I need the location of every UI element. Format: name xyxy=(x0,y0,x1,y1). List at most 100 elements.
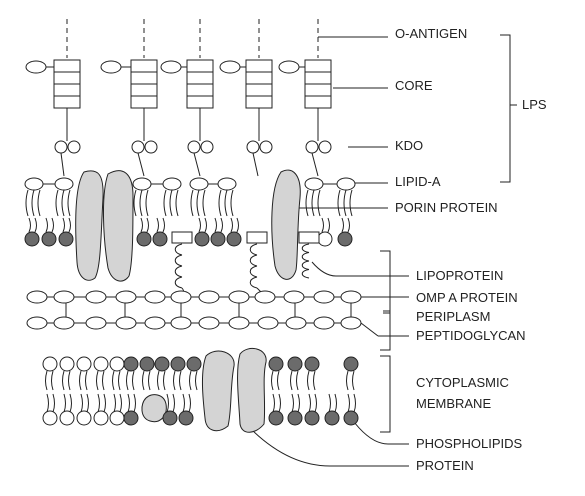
phospholipid-tail xyxy=(334,393,337,413)
porin-protein xyxy=(103,170,134,282)
phospholipid-tail xyxy=(341,217,344,233)
phospholipid-tail xyxy=(352,370,355,391)
peripheral-protein xyxy=(141,394,167,423)
label-periplasm: PERIPLASM xyxy=(416,309,490,324)
fatty-acid-tail xyxy=(190,189,194,217)
fatty-acid-tail xyxy=(139,189,143,217)
phospholipid-tail xyxy=(347,217,350,233)
phospholipid-head xyxy=(93,410,109,426)
bracket-periplasm xyxy=(380,250,391,351)
phospholipid-head xyxy=(304,356,320,372)
phospholipid-tail xyxy=(63,393,66,413)
phospholipid-tail xyxy=(85,370,88,391)
omp-a-unit xyxy=(313,290,335,304)
phospholipid-tail xyxy=(52,393,55,413)
molecules xyxy=(24,59,362,426)
leader-peptidoglycan xyxy=(360,322,379,337)
lipid-a-head xyxy=(189,177,209,191)
phospholipid-head xyxy=(268,356,284,372)
kdo-lipid-a-link xyxy=(137,152,145,177)
omp-a-unit xyxy=(53,290,75,304)
peptidoglycan-unit xyxy=(228,316,250,330)
phospholipid-head xyxy=(194,231,210,247)
phospholipid-head xyxy=(109,356,125,372)
phospholipid-tail xyxy=(34,217,37,233)
phospholipid-tail xyxy=(62,370,65,391)
phospholipid-tail xyxy=(347,393,350,413)
fatty-acid-tail xyxy=(133,189,137,217)
phospholipid-tail xyxy=(166,393,169,413)
phospholipid-head xyxy=(59,410,75,426)
lipid-a-head xyxy=(54,177,74,191)
fatty-acid-tail xyxy=(31,189,35,217)
phospholipid-tail xyxy=(102,370,105,391)
connector-lines xyxy=(25,19,517,467)
bracket-cytoplasmic-membrane xyxy=(380,355,391,433)
label-omp-a-protein: OMP A PROTEIN xyxy=(416,290,518,305)
fatty-acid-tail xyxy=(343,189,347,217)
phospholipid-head xyxy=(58,231,74,247)
phospholipid-tail xyxy=(308,393,311,413)
phospholipid-tail xyxy=(314,393,317,413)
label-o-antigen: O-ANTIGEN xyxy=(395,26,467,41)
phospholipid-tail xyxy=(321,217,324,233)
phospholipid-tail xyxy=(230,217,233,233)
phospholipid-tail xyxy=(112,370,115,391)
phospholipid-head xyxy=(343,356,359,372)
phospholipid-tail xyxy=(277,370,280,391)
label-lps: LPS xyxy=(522,97,547,112)
phospholipid-head xyxy=(139,356,155,372)
phospholipid-head xyxy=(343,410,359,426)
phospholipid-tail xyxy=(290,370,293,391)
phospholipid-tail xyxy=(291,393,294,413)
label-kdo: KDO xyxy=(395,138,423,153)
sugar-oval xyxy=(100,60,122,74)
phospholipid-tail xyxy=(132,370,135,391)
phospholipid-tail xyxy=(189,370,192,391)
phospholipid-tail xyxy=(142,370,145,391)
peptidoglycan-unit xyxy=(257,316,279,330)
lipid-a-head xyxy=(132,177,152,191)
lipid-a-head xyxy=(217,177,237,191)
peptidoglycan-unit xyxy=(115,316,137,330)
phospholipid-tail xyxy=(346,370,349,391)
fatty-acid-tail xyxy=(169,189,173,217)
peptidoglycan-unit xyxy=(144,316,166,330)
peptidoglycan-unit xyxy=(340,316,362,330)
label-membrane: MEMBRANE xyxy=(416,396,491,411)
fatty-acid-tail xyxy=(61,189,65,217)
phospholipid-tail xyxy=(97,393,100,413)
fatty-acid-tail xyxy=(196,189,200,217)
kdo-lipid-a-link xyxy=(311,152,319,177)
fatty-acid-tail xyxy=(145,189,149,217)
phospholipid-tail xyxy=(46,393,49,413)
fatty-acid-tail xyxy=(202,189,206,217)
fatty-acid-tail xyxy=(224,189,228,217)
kdo-lipid-a-link xyxy=(60,152,65,177)
phospholipid-tail xyxy=(162,217,165,233)
leader-protein xyxy=(245,423,409,467)
integral-protein xyxy=(202,350,235,432)
phospholipid-head xyxy=(304,410,320,426)
sugar-oval xyxy=(278,60,300,74)
fatty-acid-tail xyxy=(218,189,222,217)
phospholipid-head xyxy=(226,231,242,247)
phospholipid-tail xyxy=(220,217,223,233)
peptidoglycan-unit xyxy=(313,316,335,330)
kdo-circle xyxy=(259,140,273,154)
phospholipid-head xyxy=(123,410,139,426)
omp-a-unit xyxy=(170,290,192,304)
kdo-lipid-a-link xyxy=(252,152,259,177)
phospholipid-tail xyxy=(68,217,71,233)
phospholipid-head xyxy=(24,231,40,247)
fatty-acid-tail xyxy=(163,189,167,217)
phospholipid-tail xyxy=(86,393,89,413)
phospholipid-tail xyxy=(146,217,149,233)
phospholipid-head xyxy=(178,410,194,426)
fatty-acid-tail xyxy=(311,189,315,217)
omp-a-unit xyxy=(228,290,250,304)
lipid-a-head xyxy=(304,177,324,191)
fatty-acid-tail xyxy=(230,189,234,217)
phospholipid-head xyxy=(59,356,75,372)
